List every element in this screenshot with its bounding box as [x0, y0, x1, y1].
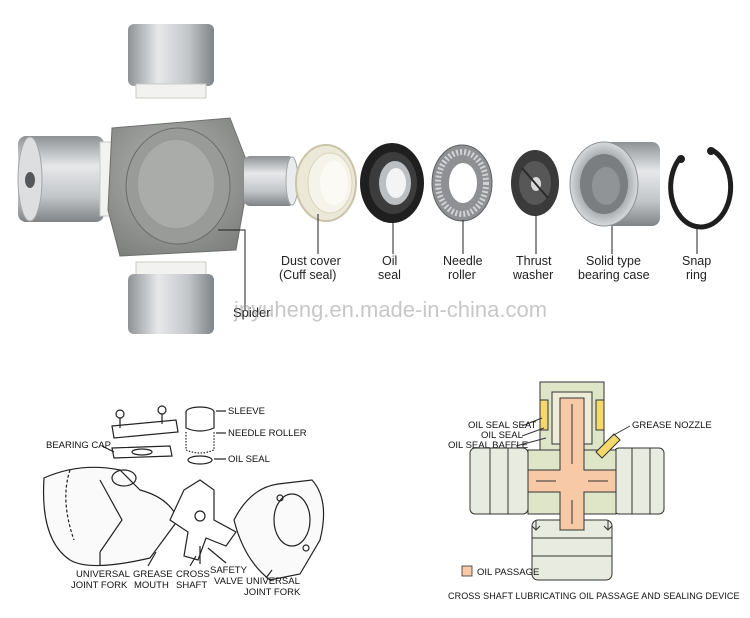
cross-shaft-label-1: CROSS [176, 569, 210, 580]
spider-center-face [138, 140, 214, 228]
spider-left-cup-hole [25, 172, 35, 188]
oil-seal-seat-leader [521, 417, 543, 427]
right-fork-leader [265, 569, 273, 579]
sleeve-body [185, 412, 215, 432]
grease-nozzle-label: GREASE NOZZLE [632, 420, 712, 431]
left-fork-label-1: UNIVERSAL [76, 569, 130, 580]
bolt-right [157, 405, 167, 415]
bearing-cap-label: BEARING CAP [46, 440, 111, 451]
thrust-washer-label-2: washer [512, 268, 553, 282]
bearing-cap [111, 445, 173, 459]
spider-label: Spider [233, 305, 271, 320]
section-top-seal-right [595, 399, 605, 431]
spider-bottom-seal [135, 261, 207, 277]
dust-cover-label-2: (Cuff seal) [279, 268, 336, 282]
grease-mouth-label-2: MOUTH [134, 580, 169, 591]
oil-passage-legend-swatch [461, 565, 473, 577]
oil-seal-ring [187, 455, 213, 465]
oil-seal-seat-label: OIL SEAL SEAT [468, 420, 536, 431]
cross-section-labels: OIL SEAL SEAT OIL SEAL OIL SEAL BAFFLE G… [448, 420, 740, 601]
right-fork-label-1: UNIVERSAL [246, 576, 300, 587]
oil-passage-legend-label: OIL PASSAGE [477, 567, 539, 578]
sleeve-label: SLEEVE [228, 406, 265, 417]
dust-cover-photo [295, 144, 357, 222]
right-fork-flange [273, 493, 311, 547]
oil-seal-label-2: seal [378, 268, 401, 282]
bearing-cap-hole [131, 448, 153, 456]
left-fork-label-2: JOINT FORK [71, 580, 128, 591]
spider-right-trunnion [244, 156, 294, 206]
needle-roller-label: NEEDLE ROLLER [228, 428, 307, 439]
watermark: jnyuheng.en.made-in-china.com [233, 297, 547, 322]
bolt-left [115, 409, 125, 419]
thrust-washer-label-1: Thrust [516, 254, 552, 268]
grease-mouth-label-1: GREASE [133, 569, 173, 580]
oil-seal-label-1: Oil [382, 254, 397, 268]
exploded-view-drawing [42, 405, 325, 581]
right-fork-hole-1 [276, 494, 284, 502]
bearing-case-label-2: bearing case [578, 268, 650, 282]
cross-section-drawing [469, 381, 665, 581]
left-fork-arm [99, 479, 123, 553]
cross-shaft-label-2: SHAFT [176, 580, 207, 591]
grease-nozzle-leader [611, 425, 631, 437]
grease-nozzle [595, 433, 621, 459]
section-oil-seal-label: OIL SEAL [481, 430, 523, 441]
right-joint-fork [233, 479, 325, 581]
needle-roller-stack [185, 432, 215, 454]
section-caption: CROSS SHAFT LUBRICATING OIL PASSAGE AND … [448, 591, 740, 601]
bearing-cap-plate [111, 419, 179, 439]
grease-nipple [194, 510, 206, 522]
bearing-case-photo [569, 141, 660, 227]
part-labels: Dust cover (Cuff seal) Oil seal Needle r… [279, 214, 711, 282]
bearing-case-label-1: Solid type [586, 254, 641, 268]
spider-photo: Spider [17, 24, 299, 334]
needle-roller-label-1: Needle [443, 254, 483, 268]
section-left-cup [469, 447, 529, 515]
dust-cover-label-1: Dust cover [281, 254, 341, 268]
oil-seal-baffle-label: OIL SEAL BAFFLE [448, 440, 528, 451]
oil-seal-label: OIL SEAL [228, 454, 270, 465]
drain-arrow-2 [603, 520, 613, 531]
bearing-cap-leader [101, 445, 115, 453]
spider-top-seal [135, 83, 207, 99]
section-right-cup [613, 447, 665, 515]
right-fork-hole-2 [302, 544, 310, 552]
left-fork-spline [65, 469, 75, 541]
left-fork-eye [111, 469, 137, 487]
safety-valve-label-1: SAFETY [210, 565, 248, 576]
oil-seal-photo [360, 143, 424, 223]
safety-valve-label-2: VALVE [214, 576, 243, 587]
snap-ring-label-1: Snap [682, 254, 711, 268]
section-top-seal-left [539, 399, 549, 431]
section-oil-seal-leader [521, 427, 545, 437]
snap-ring-photo [668, 147, 734, 230]
needle-roller-photo [431, 144, 493, 222]
needle-roller-label-2: roller [448, 268, 476, 282]
left-joint-fork [42, 466, 179, 567]
safety-valve-leader [207, 547, 227, 564]
grease-mouth-leader [147, 551, 157, 567]
oil-seal-baffle-leader [515, 437, 547, 447]
drain-arrow-1 [531, 520, 541, 531]
exploded-view-labels: SLEEVE NEEDLE ROLLER OIL SEAL BEARING CA… [46, 406, 307, 598]
cross-shaft-leader [189, 555, 197, 567]
spider-bottom-cup [128, 274, 214, 334]
snap-ring-label-2: ring [686, 268, 707, 282]
thrust-washer-photo [511, 150, 559, 216]
spider-top-cup [128, 24, 214, 86]
right-fork-label-2: JOINT FORK [244, 587, 301, 598]
spider-leader-line [218, 229, 246, 310]
